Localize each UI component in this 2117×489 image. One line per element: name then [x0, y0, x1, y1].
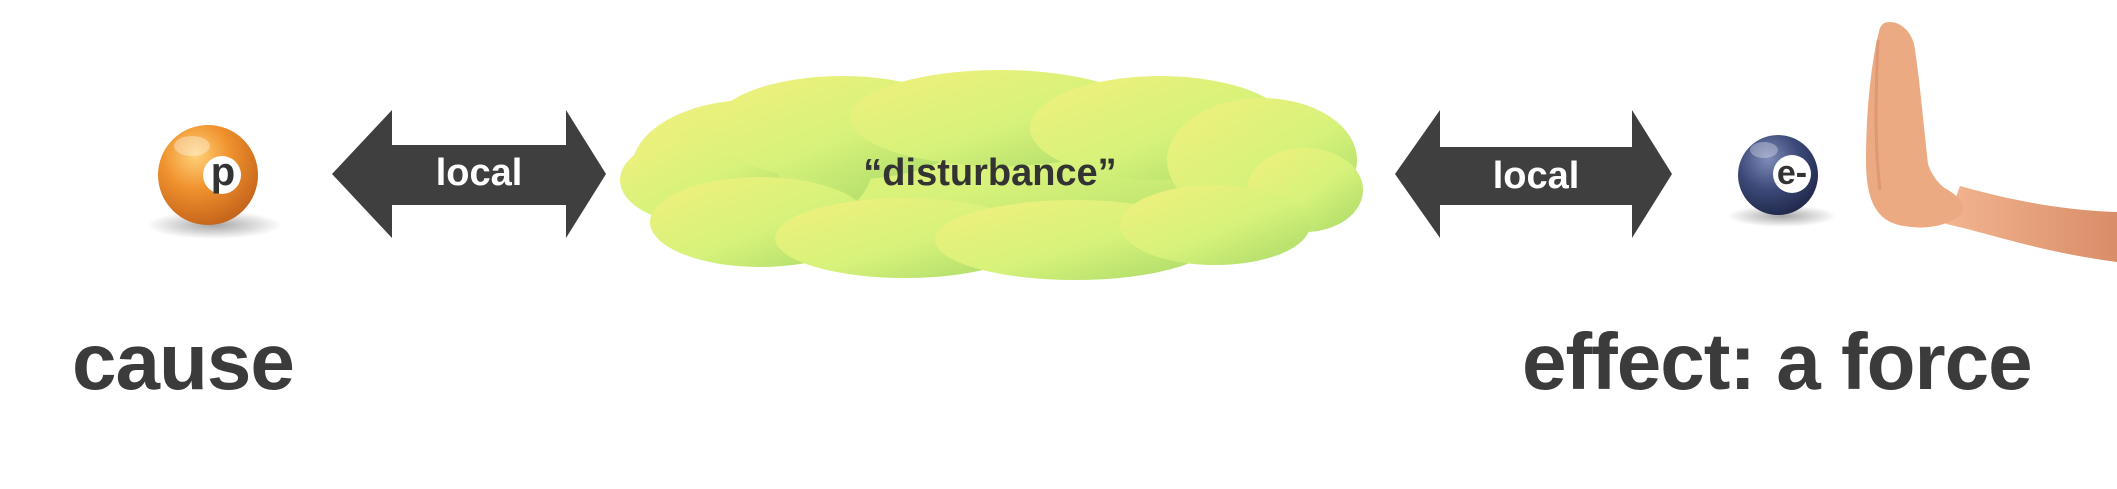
right-local-label: local [1492, 155, 1580, 197]
proton-letter: p [210, 150, 236, 194]
double-arrow-icon [1395, 110, 1672, 238]
electron-letter: e- [1776, 154, 1808, 192]
left-local-label: local [435, 152, 523, 194]
cause-label: cause [72, 317, 295, 406]
double-arrow-icon [332, 110, 606, 238]
proton-ball-icon [146, 125, 282, 239]
effect-label: effect: a force [1522, 317, 2033, 406]
stop-hand-icon [1866, 22, 2117, 262]
electron-ball-icon [1727, 135, 1837, 227]
cloud-icon [620, 70, 1363, 280]
disturbance-label: “disturbance” [863, 152, 1117, 194]
